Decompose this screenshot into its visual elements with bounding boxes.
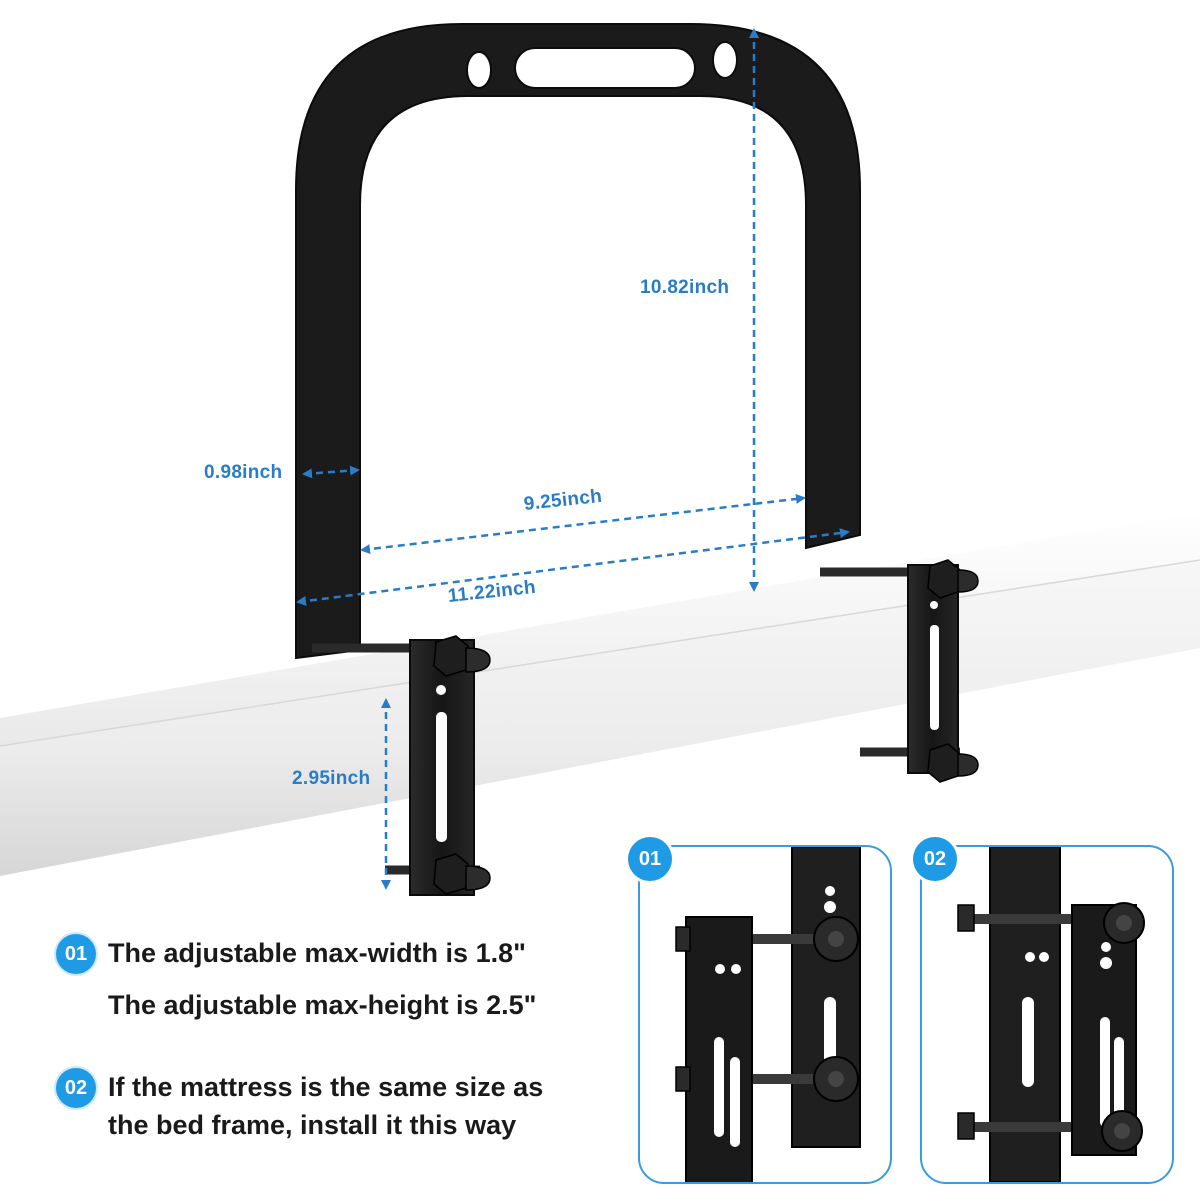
detail-panel-01 <box>638 845 892 1184</box>
bed-rail <box>0 512 1200 876</box>
bar-width-dimension-label: 0.98inch <box>204 462 283 483</box>
guard-frame <box>295 23 861 660</box>
bar-width-dimension-line <box>302 465 360 479</box>
detail-panel-02 <box>920 845 1174 1184</box>
height-dimension-label: 10.82inch <box>640 277 730 298</box>
panel-01-badge: 01 <box>628 837 672 881</box>
outer-width-dimension-line <box>296 528 850 606</box>
panel-02-badge: 02 <box>913 837 957 881</box>
note-02-badge: 02 <box>56 1068 96 1108</box>
left-clamp <box>312 635 491 896</box>
note-02-line-1: If the mattress is the same size as <box>108 1072 544 1102</box>
panel-02-clamp-illustration <box>957 847 1145 1182</box>
note-02-line-2: the bed frame, install it this way <box>108 1110 517 1140</box>
dimension-lines <box>296 28 850 890</box>
right-clamp <box>820 559 979 783</box>
note-01-badge: 01 <box>56 934 96 974</box>
note-01-line-1: The adjustable max-width is 1.8" <box>108 938 526 968</box>
panel-01-clamp-illustration <box>675 847 861 1182</box>
note-01-line-2: The adjustable max-height is 2.5" <box>108 990 537 1020</box>
clamp-height-dimension-label: 2.95inch <box>292 768 371 789</box>
